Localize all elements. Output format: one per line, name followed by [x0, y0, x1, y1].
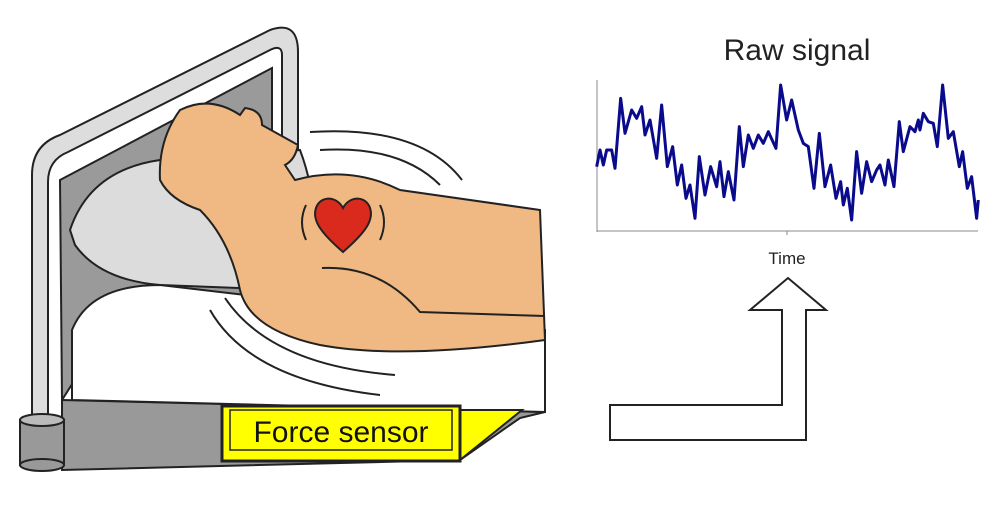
motion-lines [209, 130, 463, 396]
raw-signal-plot: Raw signal Time [595, 34, 980, 268]
bed-leg-cylinder [19, 413, 65, 472]
force-sensor: Force sensor [220, 404, 525, 463]
heart-icon [301, 197, 385, 254]
chart-title: Raw signal [724, 34, 871, 67]
force-sensor-label: Force sensor [253, 416, 428, 449]
arrow-icon [609, 276, 829, 441]
arm-line [321, 266, 546, 317]
signal-line [595, 83, 980, 222]
x-axis-label: Time [768, 249, 805, 268]
